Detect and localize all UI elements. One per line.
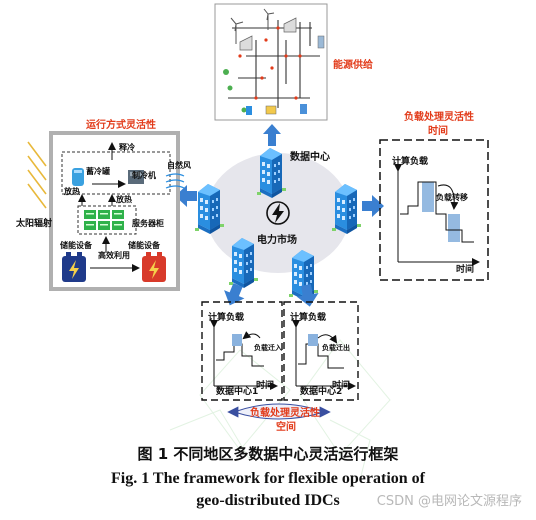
chiller-label: 制冷机: [132, 170, 156, 180]
cold-storage-tank-icon: [72, 168, 84, 186]
time-axis-label-dc2: 时间: [332, 379, 350, 391]
building-icon-top: [257, 148, 286, 198]
load-shift-label: 负载转移: [436, 192, 468, 202]
wind-turbine-icon: [230, 8, 275, 44]
sun-ray-icon: [27, 141, 47, 209]
battery-icon-red: [142, 252, 166, 282]
figure-caption-en-line1: Fig. 1 The framework for flexible operat…: [110, 470, 426, 487]
operation-flexibility-label: 运行方式灵活性: [86, 118, 156, 131]
server-rack-box: [77, 205, 137, 235]
time-axis-label-dc1: 时间: [256, 379, 274, 391]
load-profile-right: [394, 164, 480, 266]
solar-radiation-label: 太阳辐射: [15, 217, 52, 229]
compute-load-label-dc2: 计算负载: [290, 311, 326, 323]
figure-caption-en-line2: geo-distributed IDCs: [196, 492, 340, 509]
efficient-use-label: 高效利用: [98, 250, 130, 260]
load-icon: [246, 104, 307, 115]
battery-icon-blue: [62, 252, 86, 282]
wind-icon: [165, 173, 185, 189]
natural-wind-label: 自然风: [167, 160, 191, 170]
power-market-label: 电力市场: [257, 233, 297, 246]
load-time-flex-label-1: 负载处理灵活性: [404, 110, 474, 123]
load-space-flex-label-1: 负载处理灵活性: [250, 406, 320, 419]
compute-load-label-right: 计算负载: [392, 155, 428, 167]
cold-storage-tank-label: 蓄冷罐: [86, 166, 110, 176]
server-rack-icon: [84, 210, 124, 230]
spatial-flexibility-arrow: [227, 403, 331, 420]
storage-device-label-2: 储能设备: [127, 240, 161, 250]
heat-release-label-2: 放热: [115, 194, 132, 204]
building-icon-left: [195, 184, 224, 234]
cooling-release-label: 释冷: [119, 142, 135, 152]
data-center-2-label: 数据中心2: [300, 385, 342, 397]
building-icon-right: [332, 184, 361, 234]
compute-load-label-dc1: 计算负载: [208, 311, 244, 323]
storage-device-label-1: 储能设备: [59, 240, 93, 250]
data-center-label: 数据中心: [290, 150, 330, 163]
arrow-up: [263, 124, 281, 146]
server-rack-label: 服务器柜: [132, 218, 164, 228]
time-flexibility-panel: [379, 139, 489, 281]
heat-release-label-1: 放热: [63, 186, 80, 196]
background-sketch: [169, 339, 391, 481]
time-axis-label-right: 时间: [456, 263, 474, 275]
chiller-icon: [128, 170, 144, 184]
energy-supply-label: 能源供给: [333, 58, 373, 71]
watermark: CSDN @电网论文源程序: [376, 494, 522, 509]
tree-icon: [223, 69, 247, 113]
load-profile-dc1: [210, 320, 278, 390]
data-center-1-panel: [201, 301, 283, 401]
lightning-icon: [266, 201, 290, 225]
power-plant-icon: [239, 17, 325, 51]
load-time-flex-label-2: 时间: [428, 124, 448, 137]
data-center-2-panel: [283, 301, 359, 401]
data-center-1-label: 数据中心1: [216, 385, 258, 397]
building-icon-bottom-left: [229, 238, 258, 288]
energy-supply-panel: [214, 3, 328, 121]
load-profile-dc2: [292, 320, 356, 390]
load-migrate-out-label: 负载迁出: [322, 343, 350, 352]
figure-caption-cn: 图 1 不同地区多数据中心灵活运行框架: [137, 445, 399, 463]
load-migrate-in-label: 负载迁入: [254, 343, 282, 352]
load-space-flex-label-2: 空间: [276, 420, 296, 433]
